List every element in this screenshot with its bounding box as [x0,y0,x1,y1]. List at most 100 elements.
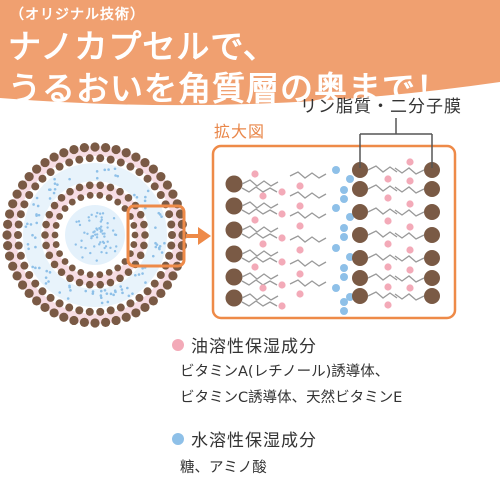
lipid-head [226,222,243,239]
layer-water-dot [154,242,157,245]
lipid-head [116,275,124,283]
oil-molecule [406,284,413,291]
lipid-head [122,148,131,157]
lipid-head [106,269,113,276]
lipid-head [167,241,175,249]
oil-molecule [384,175,391,182]
layer-water-dot [138,273,141,276]
layer-water-dot [96,177,99,180]
lipid-head [77,269,84,276]
lipid-head [226,176,243,193]
lipid-head [141,231,149,239]
water-molecule [340,186,348,194]
layer-water-dot [114,174,117,177]
oil-molecule [384,240,391,247]
lipid-head [96,281,104,289]
lipid-head [59,313,68,322]
layer-water-dot [36,197,39,200]
layer-water-dot [69,289,72,292]
core-water-dot [75,243,77,245]
layer-water-dot [49,271,52,274]
layer-water-dot [58,291,61,294]
water-molecule [340,273,348,281]
lipid-head [12,190,21,199]
layer-water-dot [45,270,48,273]
lipid-head [107,306,115,314]
lipid-head [157,271,165,279]
core-water-dot [89,252,91,254]
oil-molecule [251,263,258,270]
core-water-dot [99,213,101,215]
lipid-head [75,306,83,314]
lipid-head [87,192,94,199]
lipid-head [90,318,99,327]
layer-water-dot [131,292,134,295]
lipid-head [65,304,73,312]
core-water-dot [109,247,111,249]
layer-water-dot [163,242,166,245]
lipid-head [96,192,103,199]
core-water-dot [100,251,102,253]
oil-molecule [259,192,266,199]
oil-molecule [296,222,303,229]
legend-water-soluble: 水溶性保湿成分 [172,426,317,451]
lipid-head [149,165,158,174]
oil-molecule [278,258,285,265]
water-dot-icon [172,433,184,445]
lipid-head [424,270,440,286]
core-water-dot [114,250,116,252]
core-water-dot [106,226,108,228]
lipid-head [42,242,50,250]
lipid-head [131,308,140,317]
core-water-dot [102,232,104,234]
core-water-dot [75,221,77,223]
layer-water-dot [53,178,56,181]
water-molecule [332,166,340,174]
core-water-dot [92,231,94,233]
lipid-head [15,221,23,229]
lipid-head [17,252,25,260]
lipid-head [226,246,243,263]
lipid-head [18,280,27,289]
core-water-dot [80,246,82,248]
lipid-head [80,143,89,152]
layer-water-dot [45,276,48,279]
layer-water-dot [160,215,163,218]
lipid-head [96,181,104,189]
oil-molecule [296,290,303,297]
lipid-head [107,184,115,192]
layer-water-dot [114,167,117,170]
core-water-dot [102,212,104,214]
layer-water-dot [38,214,41,217]
core-water-dot [100,231,102,233]
layer-water-dot [121,288,124,291]
lipid-head [137,252,145,260]
layer-water-dot [159,213,162,216]
oil-molecule [296,182,303,189]
oil-molecule [406,266,413,273]
layer-water-dot [100,290,103,293]
water-molecule [332,204,340,212]
lipid-head [226,290,243,307]
lipid-head [86,308,94,316]
lipid-head [163,180,172,189]
core-water-dot [90,237,92,239]
lipid-head [168,190,177,199]
lipid-head [53,222,60,229]
lipid-head [96,271,103,278]
lipid-head [165,210,173,218]
lipid-head [3,241,12,250]
lipid-head [69,265,76,272]
lipid-head [46,252,54,260]
lipid-head [226,198,243,215]
lipid-head [58,194,66,202]
core-water-dot [81,256,83,258]
lipid-head [20,262,28,270]
layer-water-dot [136,196,139,199]
lipid-head [151,182,159,190]
water-molecule [340,264,348,272]
membrane-label: リン脂質・二分子膜 [300,92,462,117]
core-water-dot [86,233,88,235]
layer-water-dot [154,226,157,229]
layer-water-dot [34,267,37,270]
